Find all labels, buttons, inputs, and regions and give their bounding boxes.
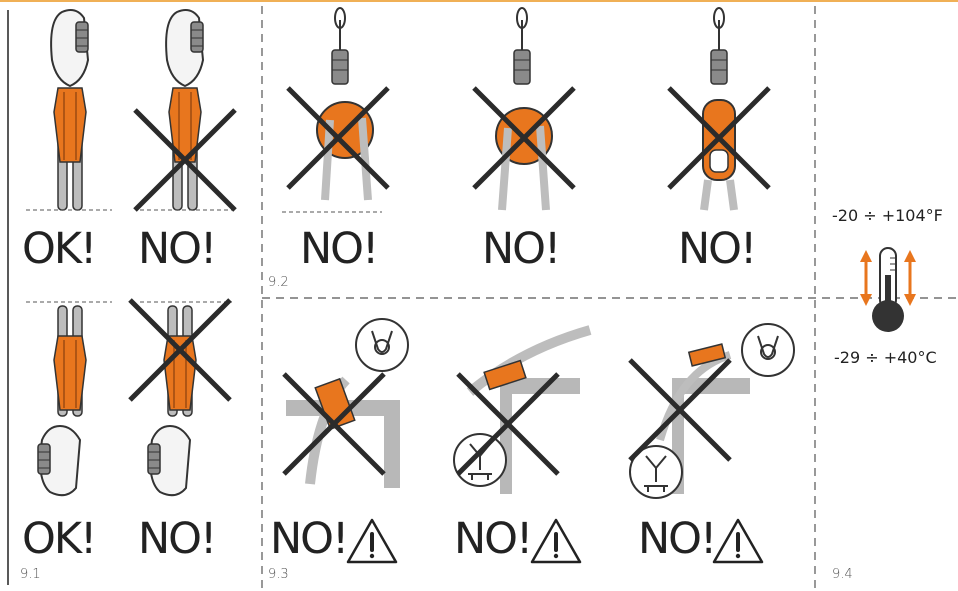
range-arrow-right-icon	[904, 250, 916, 306]
verdict-label-no: NO!	[678, 228, 755, 271]
warning-icon	[532, 520, 580, 562]
figure-caption-9-1: 9.1	[20, 568, 41, 581]
cross-mark-icon	[474, 88, 574, 188]
temperature-range-fahrenheit: -20 ÷ +104°F	[832, 208, 943, 224]
thermometer-icon	[872, 248, 904, 332]
figure-9-2-a	[282, 8, 388, 212]
verdict-label-no: NO!	[270, 518, 347, 561]
figure-9-1-ok-top	[26, 10, 112, 210]
figure-9-1-ok-bottom	[26, 302, 112, 495]
figure-9-2-b	[474, 8, 574, 210]
verdict-label-no: NO!	[300, 228, 377, 271]
figure-9-2-c	[669, 8, 769, 210]
figure-caption-9-3: 9.3	[268, 568, 289, 581]
figure-9-1-no-bottom	[130, 300, 232, 495]
verdict-label-no: NO!	[638, 518, 715, 561]
verdict-label-no: NO!	[138, 228, 215, 271]
verdict-label-ok: OK!	[22, 228, 95, 271]
figure-9-3-b	[454, 330, 590, 494]
temperature-range-celsius: -29 ÷ +40°C	[834, 350, 937, 366]
warning-icon	[714, 520, 762, 562]
verdict-label-ok: OK!	[22, 518, 95, 561]
warning-icon	[348, 520, 396, 562]
verdict-label-no: NO!	[482, 228, 559, 271]
figure-9-3-c	[630, 324, 794, 498]
figure-caption-9-4: 9.4	[832, 568, 853, 581]
figure-9-1-no-top	[135, 10, 235, 210]
verdict-label-no: NO!	[138, 518, 215, 561]
figure-caption-9-2: 9.2	[268, 276, 289, 289]
figure-9-3-a	[284, 319, 408, 488]
verdict-label-no: NO!	[454, 518, 531, 561]
